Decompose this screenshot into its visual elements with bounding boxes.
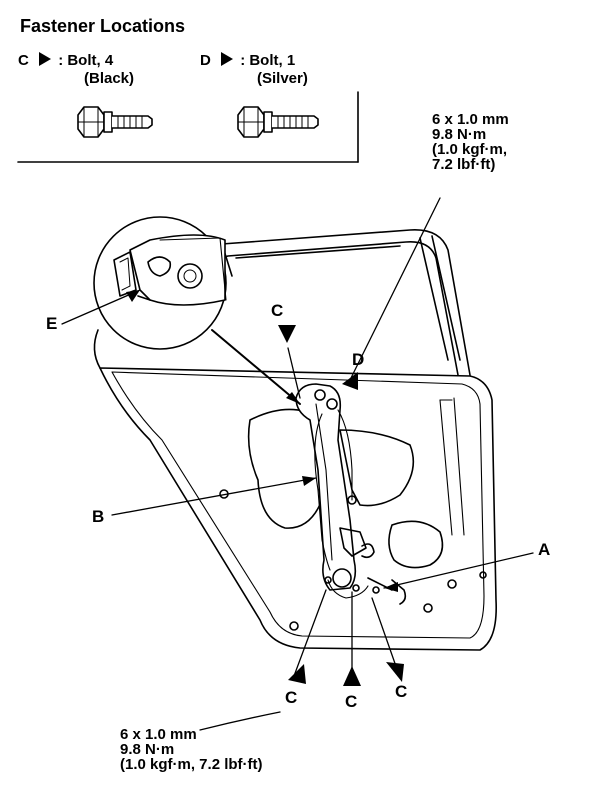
arrowheads [126,290,398,592]
callout-e: E [46,314,58,333]
fastener-d-color: (Silver) [257,70,308,87]
torque-spec-bottom: 6 x 1.0 mm 9.8 N·m (1.0 kgf·m, 7.2 lbf·f… [120,727,263,772]
marker-d [342,372,358,390]
legend-frame [17,91,359,163]
torque-bottom-nm: 9.8 N·m [120,741,175,758]
torque-bottom-size: 6 x 1.0 mm [120,726,197,743]
fastener-locations-title: Fastener Locations [20,16,186,36]
torque-bottom-kgf-lbf: (1.0 kgf·m, 7.2 lbf·ft) [120,756,263,773]
marker-c-top [278,325,296,343]
leader-lines [61,197,534,731]
marker-c-bottom-left [288,664,306,684]
triangle-markers [278,325,404,686]
bolt-black-icon [77,106,153,138]
fastener-c-letter: C [18,52,29,69]
door-inner-panel [93,329,497,651]
marker-c-bottom-right [386,662,404,682]
fastener-c-color: (Black) [84,70,135,87]
fastener-d-key: D : Bolt, 1 [200,52,295,68]
detail-magnifier [93,216,227,350]
torque-top-kgf: (1.0 kgf·m, [432,141,508,158]
torque-top-size: 6 x 1.0 mm [432,111,509,128]
bolt-silver-icon [237,106,319,138]
marker-c-bottom-mid [343,666,361,686]
torque-top-lbf: 7.2 lbf·ft) [432,156,496,173]
fastener-d-desc: : Bolt, 1 [240,52,296,69]
callout-c-top: C [271,301,284,320]
callout-c-bottom-mid: C [345,692,358,711]
arrow-right-icon [39,52,52,66]
arrow-right-icon [221,52,234,66]
torque-top-nm: 9.8 N·m [432,126,487,143]
callout-c-bottom-right: C [395,682,408,701]
torque-spec-top: 6 x 1.0 mm 9.8 N·m (1.0 kgf·m, 7.2 lbf·f… [432,112,509,172]
callout-c-bottom-left: C [285,688,298,707]
fastener-c-desc: : Bolt, 4 [58,52,114,69]
callout-b: B [92,507,105,526]
callout-d: D [352,350,365,369]
fastener-d-letter: D [200,52,211,69]
service-holes [219,408,487,631]
fastener-c-key: C : Bolt, 4 [18,52,113,68]
callout-a: A [538,540,551,559]
window-regulator [295,383,407,605]
